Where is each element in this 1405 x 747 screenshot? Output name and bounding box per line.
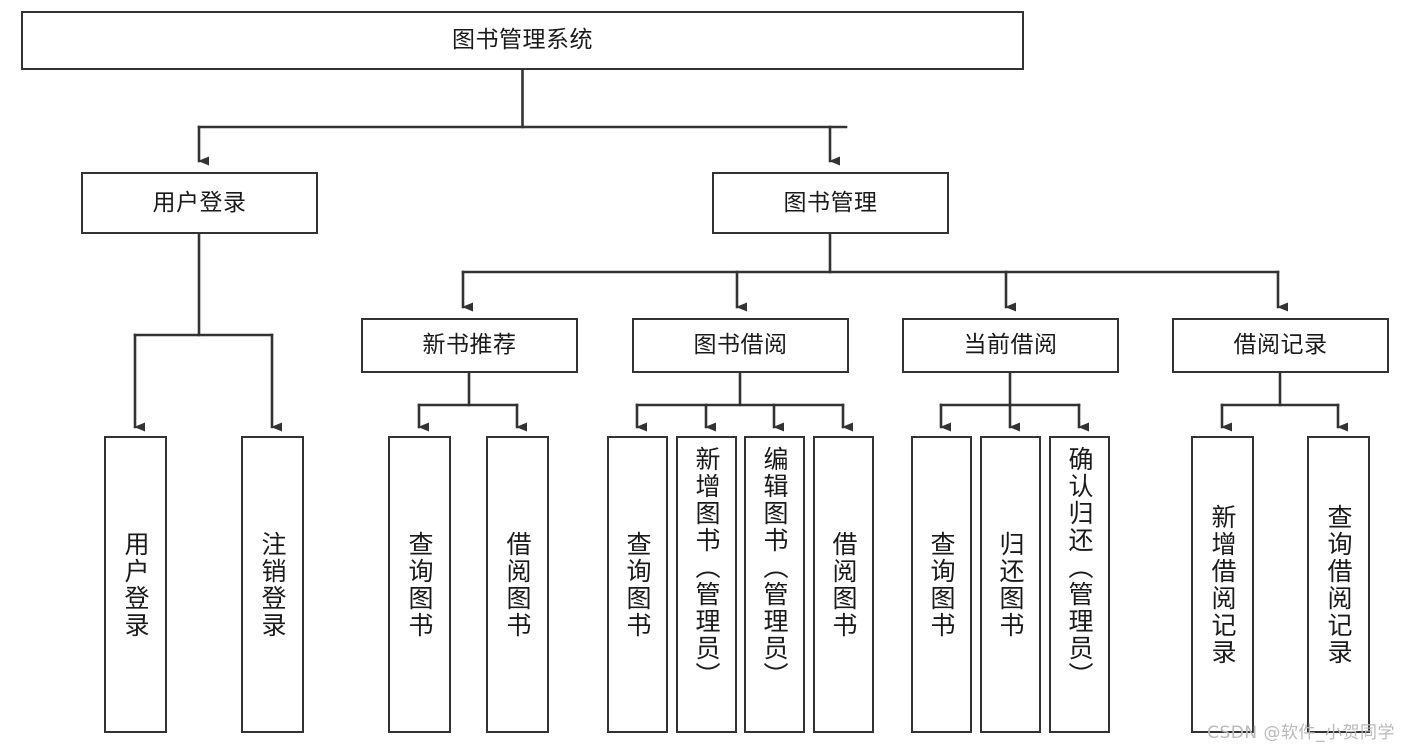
node-label: 新增借阅记录 — [1208, 503, 1237, 666]
node-label: 当前借阅 — [963, 332, 1058, 359]
node-book-management[interactable]: 图书管理 — [712, 172, 949, 234]
node-book-borrow[interactable]: 图书借阅 — [632, 318, 849, 373]
node-label: 查询借阅记录 — [1324, 503, 1353, 666]
leaf-new-book-borrow-book[interactable]: 借阅图书 — [486, 436, 549, 733]
node-root-book-management-system[interactable]: 图书管理系统 — [21, 11, 1024, 70]
node-new-book-recommend[interactable]: 新书推荐 — [361, 318, 578, 373]
node-label: 图书管理 — [783, 189, 878, 216]
csdn-watermark: CSDN @软件_小贺同学 — [1207, 723, 1395, 743]
leaf-current-borrow-query-book[interactable]: 查询图书 — [911, 436, 972, 733]
node-label: 查询图书 — [405, 530, 434, 639]
node-label: 查询图书 — [623, 530, 652, 639]
node-label: 图书借阅 — [693, 332, 788, 359]
node-borrow-record[interactable]: 借阅记录 — [1172, 318, 1389, 373]
node-label: 归还图书 — [996, 530, 1025, 639]
node-label: 借阅记录 — [1233, 332, 1328, 359]
node-label: 查询图书 — [927, 530, 956, 639]
node-label: 用户登录 — [121, 530, 150, 639]
node-label: 确认归还（管理员） — [1065, 446, 1094, 689]
node-user-login[interactable]: 用户登录 — [81, 172, 318, 234]
leaf-new-book-query-book[interactable]: 查询图书 — [388, 436, 451, 733]
node-label: 借阅图书 — [503, 530, 532, 639]
leaf-book-borrow-query-book[interactable]: 查询图书 — [607, 436, 668, 733]
node-label: 注销登录 — [258, 530, 287, 639]
leaf-borrow-record-query-record[interactable]: 查询借阅记录 — [1307, 436, 1370, 733]
node-label: 图书管理系统 — [452, 27, 593, 54]
leaf-user-login-login[interactable]: 用户登录 — [104, 436, 167, 733]
node-current-borrow[interactable]: 当前借阅 — [902, 318, 1119, 373]
leaf-book-borrow-edit-book-admin[interactable]: 编辑图书（管理员） — [744, 436, 805, 733]
leaf-current-borrow-confirm-return-admin[interactable]: 确认归还（管理员） — [1049, 436, 1110, 733]
node-label: 编辑图书（管理员） — [760, 446, 789, 689]
node-label: 新增图书（管理员） — [692, 446, 721, 689]
leaf-user-login-logout[interactable]: 注销登录 — [241, 436, 304, 733]
node-label: 借阅图书 — [829, 530, 858, 639]
leaf-book-borrow-add-book-admin[interactable]: 新增图书（管理员） — [676, 436, 737, 733]
node-label: 用户登录 — [152, 189, 247, 216]
leaf-borrow-record-add-record[interactable]: 新增借阅记录 — [1191, 436, 1254, 733]
leaf-book-borrow-borrow-book[interactable]: 借阅图书 — [813, 436, 874, 733]
leaf-current-borrow-return-book[interactable]: 归还图书 — [980, 436, 1041, 733]
node-label: 新书推荐 — [422, 332, 517, 359]
